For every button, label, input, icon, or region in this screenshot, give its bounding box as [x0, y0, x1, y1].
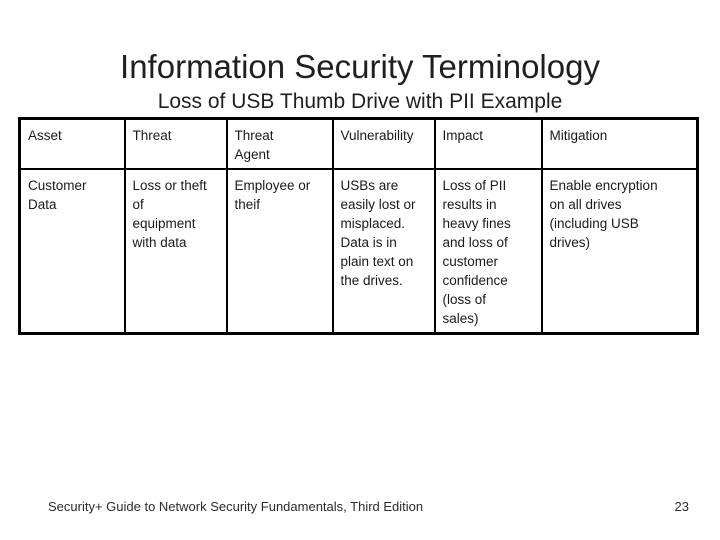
cell-mitigation: Enable encryption on all drives (includi…	[540, 168, 699, 335]
column-header-vulnerability: Vulnerability	[331, 117, 436, 170]
slide-title: Information Security Terminology	[120, 48, 600, 85]
column-header-mitigation: Mitigation	[540, 117, 699, 170]
slide-subtitle: Loss of USB Thumb Drive with PII Example	[157, 90, 563, 113]
column-header-impact: Impact	[433, 117, 543, 170]
column-header-asset: Asset	[18, 117, 126, 170]
table-header-row: Asset Threat Threat Agent Vulnerability …	[18, 117, 699, 170]
page-number: 23	[674, 499, 689, 514]
table-row: Customer Data Loss or theft of equipment…	[18, 168, 699, 335]
terminology-table: Asset Threat Threat Agent Vulnerability …	[18, 117, 699, 335]
cell-threat: Loss or theft of equipment with data	[123, 168, 228, 335]
footer-text: Security+ Guide to Network Security Fund…	[48, 499, 424, 514]
cell-impact: Loss of PII results in heavy fines and l…	[433, 168, 543, 335]
cell-vulnerability: USBs are easily lost or misplaced. Data …	[331, 168, 436, 335]
cell-threat-agent: Employee or theif	[225, 168, 334, 335]
column-header-threat: Threat	[123, 117, 228, 170]
cell-asset: Customer Data	[18, 168, 126, 335]
column-header-threat-agent: Threat Agent	[225, 117, 334, 170]
